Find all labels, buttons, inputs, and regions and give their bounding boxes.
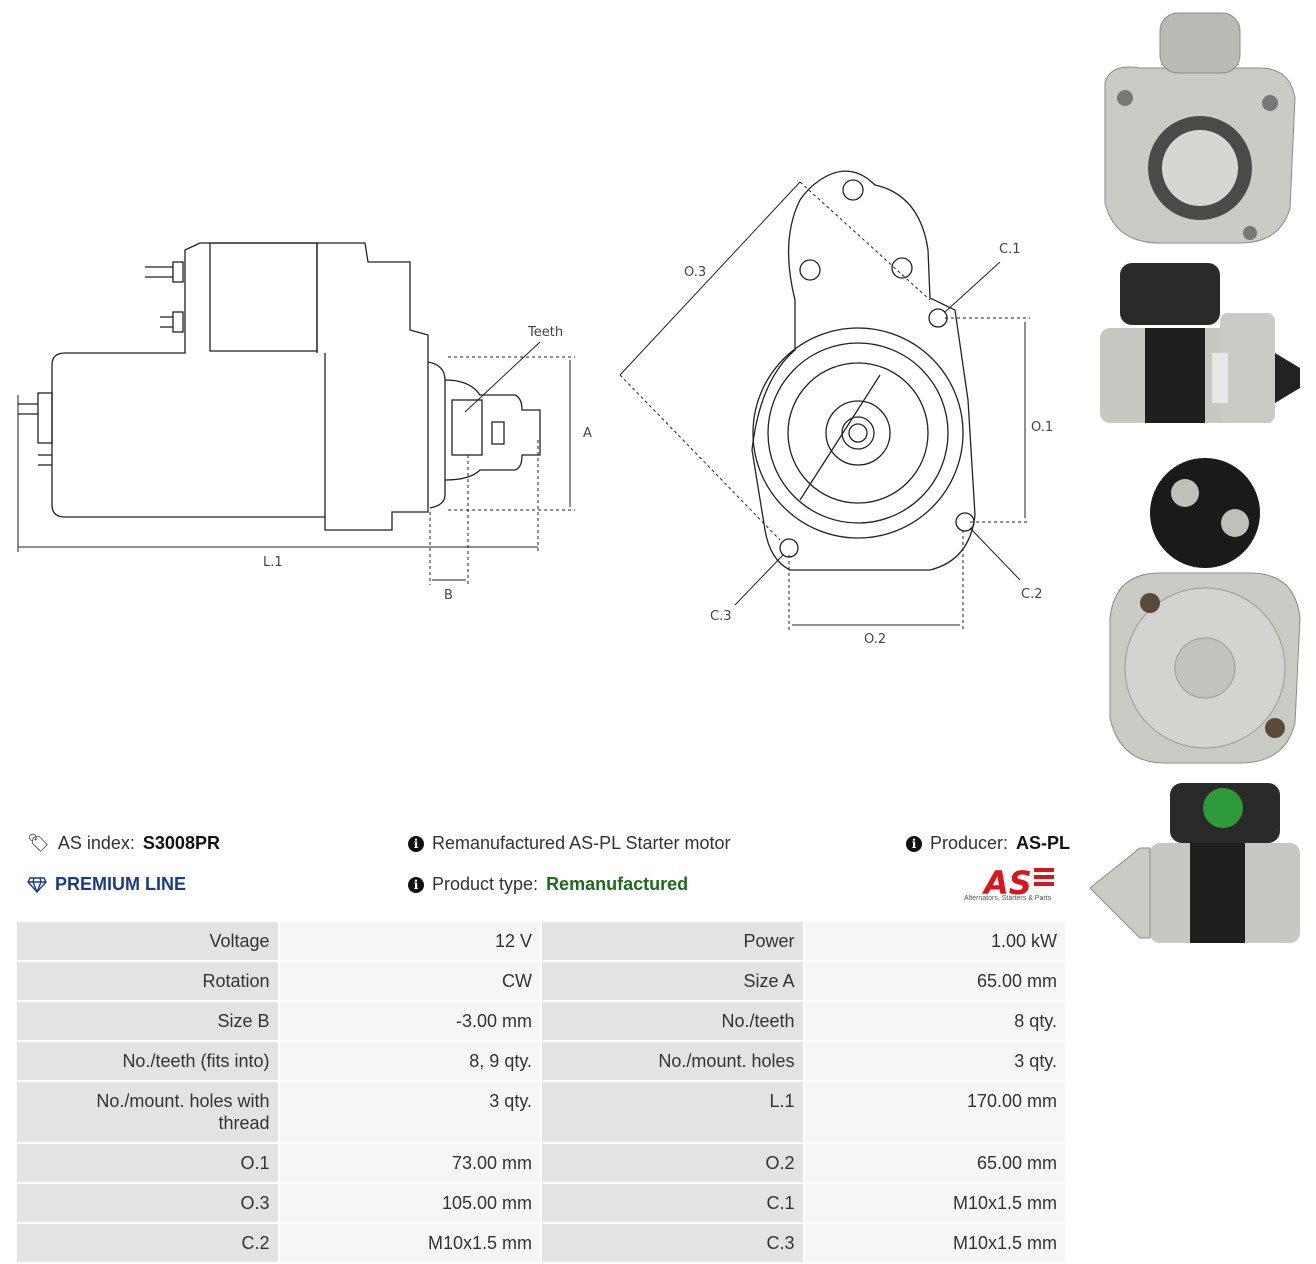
premium-line-label: PREMIUM LINE — [55, 874, 187, 894]
table-row: No./teeth (fits into)8, 9 qty.No./mount.… — [17, 1042, 1065, 1080]
dim-c1-label: C.1 — [999, 242, 1020, 257]
as-pl-logo: AS — [981, 864, 1054, 902]
spec-value: 65.00 mm — [804, 1144, 1065, 1182]
premium-line-badge: PREMIUM LINE — [27, 874, 186, 895]
spec-value: 3 qty. — [804, 1042, 1065, 1080]
spec-value: 105.00 mm — [279, 1184, 540, 1222]
product-photo-angle[interactable] — [1090, 778, 1310, 958]
spec-value: 65.00 mm — [804, 962, 1065, 1000]
teeth-label: Teeth — [527, 325, 563, 340]
dim-o2-label: O.2 — [864, 632, 886, 647]
spec-value: M10x1.5 mm — [804, 1224, 1065, 1262]
dim-c2-label: C.2 — [1021, 587, 1042, 602]
product-description: i Remanufactured AS-PL Starter motor — [408, 833, 730, 854]
info-icon: i — [408, 835, 424, 852]
spec-label: C.3 — [542, 1224, 803, 1262]
spec-label-text: No./mount. holes with thread — [96, 1091, 270, 1133]
spec-value: M10x1.5 mm — [279, 1224, 540, 1262]
spec-value: 1.00 kW — [804, 922, 1065, 960]
spec-value: M10x1.5 mm — [804, 1184, 1065, 1222]
spec-value: -3.00 mm — [279, 1002, 540, 1040]
spec-label: No./teeth — [542, 1002, 803, 1040]
spec-label: Voltage — [17, 922, 278, 960]
dim-o3-label: O.3 — [684, 265, 706, 280]
dim-c3-label: C.3 — [710, 609, 731, 624]
as-index: 🏷 AS index: S3008PR — [27, 833, 220, 854]
spec-label: No./mount. holes with thread — [17, 1082, 278, 1142]
producer-value: AS-PL — [1016, 833, 1071, 853]
spec-label: L.1 — [542, 1082, 803, 1142]
description-text: Remanufactured AS-PL Starter motor — [432, 833, 731, 853]
spec-value: 73.00 mm — [279, 1144, 540, 1182]
spec-label: No./teeth (fits into) — [17, 1042, 278, 1080]
product-photo-rear[interactable] — [1090, 8, 1310, 248]
logo-tagline: Alternators, Starters & Parts — [964, 895, 1052, 902]
spec-value: 170.00 mm — [804, 1082, 1065, 1142]
product-photo-front[interactable] — [1090, 448, 1310, 768]
product-type: i Product type: Remanufactured — [408, 874, 688, 895]
spec-value: 8 qty. — [804, 1002, 1065, 1040]
product-type-value: Remanufactured — [546, 874, 689, 894]
spec-label: Size B — [17, 1002, 278, 1040]
producer: i Producer: AS-PL — [906, 833, 1070, 854]
dim-a-label: A — [583, 426, 592, 441]
svg-text:AS: AS — [981, 864, 1032, 902]
info-icon: i — [408, 876, 424, 893]
spec-label: Power — [542, 922, 803, 960]
dim-l1-label: L.1 — [263, 555, 283, 570]
spec-label: O.1 — [17, 1144, 278, 1182]
spec-value: 3 qty. — [279, 1082, 540, 1142]
producer-label: Producer: — [930, 833, 1009, 853]
dim-o1-label: O.1 — [1031, 420, 1053, 435]
side-view-drawing: Teeth A L.1 B — [17, 242, 592, 603]
product-photo-side[interactable] — [1090, 258, 1310, 438]
as-index-value: S3008PR — [142, 833, 220, 853]
front-view-drawing: O.3 C.1 O.1 C.2 C.3 O.2 — [619, 170, 1053, 647]
tags-icon: 🏷 — [27, 833, 50, 853]
spec-label: C.2 — [17, 1224, 278, 1262]
spec-value: CW — [279, 962, 540, 1000]
spec-label: Rotation — [17, 962, 278, 1000]
as-index-label: AS index: — [57, 833, 135, 853]
spec-label: Size A — [542, 962, 803, 1000]
spec-label: O.2 — [542, 1144, 803, 1182]
product-type-label: Product type: — [432, 874, 539, 894]
dim-b-label: B — [444, 588, 453, 603]
info-icon: i — [906, 835, 922, 852]
spec-label: O.3 — [17, 1184, 278, 1222]
spec-value: 8, 9 qty. — [279, 1042, 540, 1080]
diamond-icon — [27, 876, 47, 893]
spec-label: No./mount. holes — [542, 1042, 803, 1080]
spec-label: C.1 — [542, 1184, 803, 1222]
spec-value: 12 V — [279, 922, 540, 960]
